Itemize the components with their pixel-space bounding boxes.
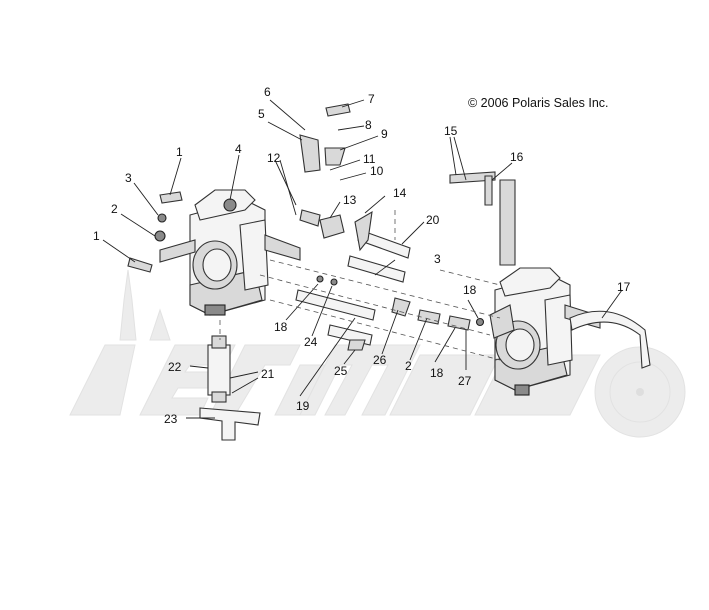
callout-18-c: 18 bbox=[430, 366, 444, 380]
callout-1-b: 1 bbox=[93, 229, 100, 243]
callout-3-a: 3 bbox=[125, 171, 132, 185]
left-carburetor bbox=[159, 189, 301, 316]
leader-lines bbox=[102, 99, 623, 419]
callout-10: 10 bbox=[370, 164, 384, 178]
callout-25: 25 bbox=[334, 364, 348, 378]
callout-2-b: 2 bbox=[405, 359, 412, 373]
callout-20: 20 bbox=[426, 213, 440, 227]
callout-26: 26 bbox=[373, 353, 387, 367]
callout-6: 6 bbox=[264, 85, 271, 99]
callout-labels: 1 1 2 2 3 3 4 5 6 7 8 9 10 11 12 13 14 1… bbox=[93, 85, 631, 426]
callout-27: 27 bbox=[458, 374, 472, 388]
callout-24: 24 bbox=[304, 335, 318, 349]
callout-11: 11 bbox=[363, 152, 376, 166]
callout-18-a: 18 bbox=[463, 283, 477, 297]
copyright-text: © 2006 Polaris Sales Inc. bbox=[468, 96, 609, 110]
callout-16: 16 bbox=[510, 150, 524, 164]
callout-23: 23 bbox=[164, 412, 178, 426]
callout-2-a: 2 bbox=[111, 202, 118, 216]
callout-1-a: 1 bbox=[176, 145, 183, 159]
callout-3-b: 3 bbox=[434, 252, 441, 266]
callout-14: 14 bbox=[393, 186, 407, 200]
callout-5: 5 bbox=[258, 107, 265, 121]
callout-17: 17 bbox=[617, 280, 631, 294]
callout-19: 19 bbox=[296, 399, 310, 413]
callout-12: 12 bbox=[267, 151, 281, 165]
callout-9: 9 bbox=[381, 127, 388, 141]
callout-13: 13 bbox=[343, 193, 357, 207]
callout-15: 15 bbox=[444, 124, 458, 138]
linkage-parts bbox=[127, 103, 516, 441]
callout-4: 4 bbox=[235, 142, 242, 156]
callout-18-b: 18 bbox=[274, 320, 288, 334]
callout-22: 22 bbox=[168, 360, 182, 374]
callout-7: 7 bbox=[368, 92, 375, 106]
vent-hose bbox=[569, 310, 651, 369]
callout-21: 21 bbox=[261, 367, 275, 381]
callout-8: 8 bbox=[365, 118, 372, 132]
center-lines bbox=[219, 210, 501, 361]
